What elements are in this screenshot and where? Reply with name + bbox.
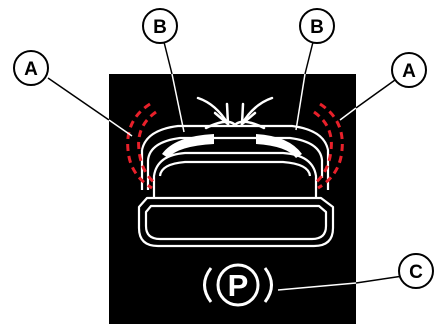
upper-bar-highlights [162,134,302,158]
callout-b-left-label: B [153,17,167,38]
parking-brake-letter: P [228,268,249,303]
callout-a-left-label: A [24,59,38,80]
vehicle-console-outline [137,124,335,248]
leader-lines [47,41,404,291]
callout-a-right-label: A [402,61,416,82]
callout-c-label: C [409,262,423,283]
callout-c: C [398,253,434,289]
airflow-arrows-icon [196,96,274,130]
dashed-highlight-left [126,102,157,190]
callout-b-right-label: B [310,17,324,38]
callout-a-left: A [13,50,49,86]
callout-b-right: B [299,8,335,44]
callout-b-left: B [142,8,178,44]
dashed-highlight-right [313,102,344,190]
parking-brake-icon: P [203,263,273,307]
callout-a-right: A [391,52,427,88]
